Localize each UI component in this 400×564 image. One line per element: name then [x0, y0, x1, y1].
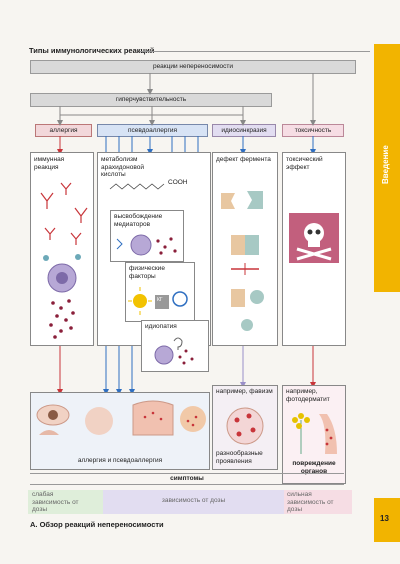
idiopathy-label: идиопатия	[145, 323, 177, 330]
favism-label: например, фавизм	[216, 388, 273, 395]
blood-cell-illustration	[226, 407, 264, 445]
outcome-photodermatitis-panel: например, фотодерматит повреждение орган…	[282, 385, 346, 484]
arachidonic-acid-molecule	[109, 183, 165, 190]
photodermatitis-label: например, фотодерматит	[286, 388, 330, 403]
mast-cell-icon	[116, 234, 177, 256]
figure-caption: A. Обзор реакций непереносимости	[30, 520, 164, 529]
header-rule	[140, 51, 370, 52]
outcome-favism-panel: например, фавизм разнообразные проявлени…	[212, 385, 278, 470]
band-dose	[103, 490, 284, 514]
organ-damage-label: повреждение органов	[292, 460, 336, 475]
allergy-pseudo-label: аллергия и псевдоаллергия	[77, 457, 163, 464]
weak-dose-label: слабая зависимость от дозы	[32, 491, 79, 513]
strong-dose-label: сильная зависимость от дозы	[287, 491, 334, 513]
antibody-cell-illustration	[40, 182, 88, 339]
page-number-tab: 13	[374, 498, 400, 542]
enzyme-defect-label: дефект фермента	[216, 156, 271, 163]
cooh-label: COOH	[168, 179, 188, 186]
diverse-label: разнообразные проявления	[216, 450, 263, 465]
skull-icon	[289, 213, 339, 263]
mediators-label: высвобождение медиаторов	[114, 213, 163, 228]
outcome-allergy-panel: аллергия и псевдоаллергия	[30, 392, 210, 470]
node-intolerance: реакции непереносимости	[30, 60, 356, 74]
panel-enzyme-defect: дефект фермента	[212, 152, 278, 346]
toxic-effect-label: токсический эффект	[286, 156, 323, 171]
kg-weight-label: КГ	[157, 297, 163, 303]
enzyme-defect-illustration	[221, 191, 264, 331]
panel-toxic-effect: токсический эффект	[282, 152, 346, 346]
page-number: 13	[380, 514, 389, 523]
symptoms-bar: симптомы	[30, 473, 344, 485]
panel-mediators: высвобождение медиаторов	[110, 210, 184, 262]
physical-factors-label: физические факторы	[129, 265, 165, 280]
immune-reaction-label: иммунная реакция	[34, 156, 65, 171]
arachidonic-label: метаболизм арахидоновой кислоты	[101, 156, 144, 178]
diagram-title: Типы иммунологических реакций	[29, 46, 155, 55]
idiopathy-cell-icon	[154, 337, 194, 365]
plant-leg-illustration	[292, 413, 337, 454]
section-tab: Введение	[374, 44, 400, 292]
node-allergy: аллергия	[35, 124, 92, 137]
panel-immune-reaction: иммунная реакция	[30, 152, 94, 346]
dose-dependency-label: зависимость от дозы	[161, 497, 226, 504]
symptom-illustrations	[36, 400, 206, 436]
panel-physical-factors: физические факторы КГ	[125, 262, 195, 322]
band-weak	[28, 490, 103, 514]
panel-idiopathy: идиопатия	[141, 320, 209, 372]
band-strong	[284, 490, 352, 514]
physical-factors-icons	[128, 287, 188, 315]
